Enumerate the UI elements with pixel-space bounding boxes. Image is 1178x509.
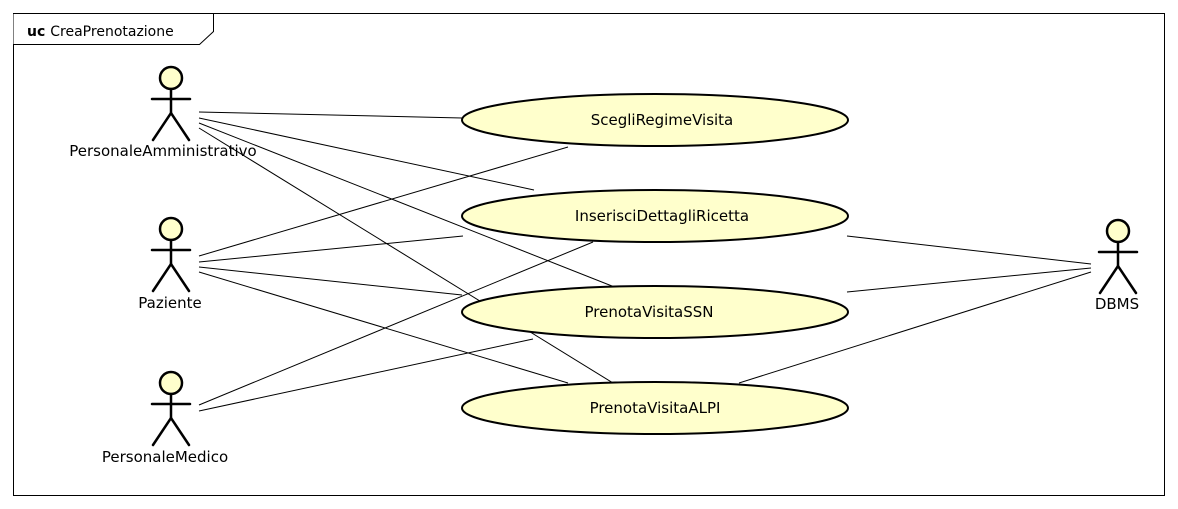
actor-personale-medico: PersonaleMedico xyxy=(102,370,228,466)
actor-label: PersonaleAmministrativo xyxy=(69,142,256,160)
use-case-ellipse xyxy=(461,381,849,435)
association-paz-uc2 xyxy=(198,235,464,263)
actor-legs xyxy=(151,110,191,142)
association-amm-uc4 xyxy=(198,127,614,384)
association-dbms-uc2 xyxy=(846,235,1092,265)
association-amm-uc1 xyxy=(198,111,463,119)
actor-head xyxy=(158,370,184,396)
frame-keyword: uc xyxy=(27,24,45,40)
use-case-label: ScegliRegimeVisita xyxy=(591,111,734,129)
actor-legs xyxy=(1098,263,1138,295)
actor-label: DBMS xyxy=(1095,295,1139,313)
associations xyxy=(198,111,1092,412)
association-amm-uc2 xyxy=(198,117,535,191)
use-case-ellipse xyxy=(461,285,849,339)
use-case-label: PrenotaVisitaALPI xyxy=(590,399,721,417)
use-case-ellipse xyxy=(461,93,849,147)
association-med-uc3 xyxy=(198,338,534,412)
actor-dbms: DBMS xyxy=(1095,218,1139,313)
use-case-label: InserisciDettagliRicetta xyxy=(575,207,749,225)
frame-tab xyxy=(13,13,214,45)
association-paz-uc4 xyxy=(198,271,569,384)
use-case-inserisci-dettagli-ricetta: InserisciDettagliRicetta xyxy=(461,189,849,243)
association-paz-uc1 xyxy=(198,146,569,257)
use-case-prenota-visita-ssn: PrenotaVisitaSSN xyxy=(461,285,849,339)
actor-legs xyxy=(151,415,191,447)
association-dbms-uc3 xyxy=(846,267,1092,293)
use-case-label: PrenotaVisitaSSN xyxy=(584,303,713,321)
use-case-ellipse xyxy=(461,189,849,243)
frame-title: uc CreaPrenotazione xyxy=(27,24,174,40)
use-case-prenota-visita-alpi: PrenotaVisitaALPI xyxy=(461,381,849,435)
actor-head xyxy=(158,216,184,242)
frame-name: CreaPrenotazione xyxy=(50,24,173,40)
actor-paziente: Paziente xyxy=(138,216,202,312)
association-paz-uc3 xyxy=(198,266,463,296)
association-dbms-uc4 xyxy=(738,271,1092,384)
actor-head xyxy=(158,65,184,91)
actor-legs xyxy=(151,261,191,293)
association-med-uc2 xyxy=(198,241,594,406)
actor-label: Paziente xyxy=(138,294,201,312)
actor-label: PersonaleMedico xyxy=(102,448,228,466)
actor-head xyxy=(1105,218,1131,244)
use-case-scegli-regime-visita: ScegliRegimeVisita xyxy=(461,93,849,147)
actor-personale-amministrativo: PersonaleAmministrativo xyxy=(69,65,257,160)
